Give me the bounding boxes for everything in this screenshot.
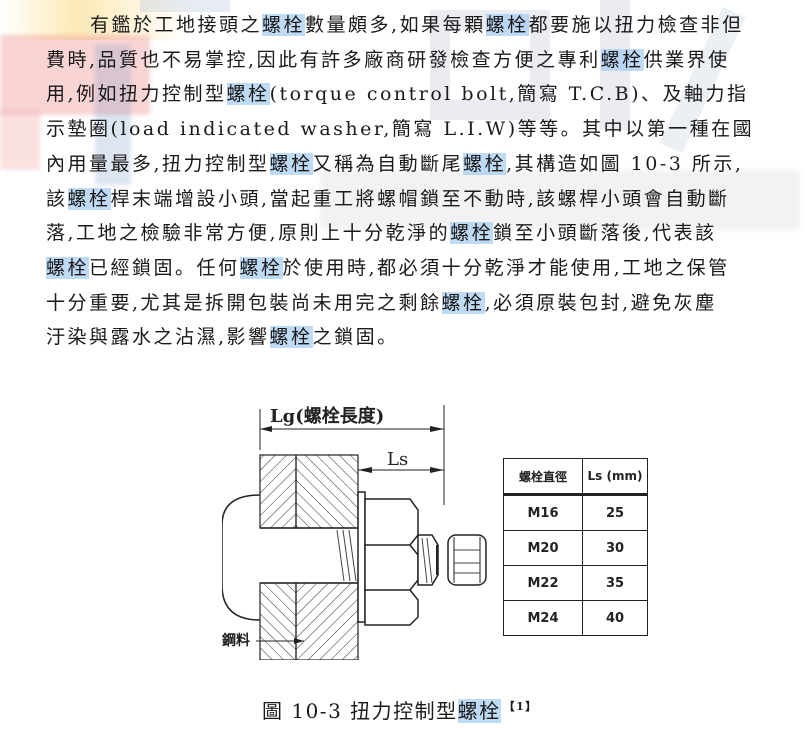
lg-label: Lg(螺栓長度) [270,405,384,427]
search-highlight: 螺栓 [262,14,306,36]
paragraph-line: 落,工地之檢驗非常方便,原則上十分乾淨的螺栓鎖至小頭斷落後,代表該 [46,216,796,251]
cell-diameter: M22 [503,565,583,601]
search-highlight: 螺栓 [46,256,90,279]
table-row: M24 40 [503,600,648,636]
figure-caption: 圖 10-3 扭力控制型螺栓【1】 [262,695,538,724]
search-highlight: 螺栓 [450,222,494,245]
caption-reference: 【1】 [503,700,538,713]
paragraph-line: 費時,品質也不易掌控,因此有許多廠商研發檢查方便之專利螺栓供業界使 [46,43,796,78]
text-run: 鎖至小頭斷落後,代表該 [493,222,717,245]
header-bolt-diameter: 螺栓直徑 [503,458,583,496]
text-run: 內用量最多,扭力控制型 [46,152,270,175]
paragraph-line: 汙染與露水之沾濕,影響螺栓之鎖固。 [46,320,796,355]
search-highlight: 螺栓 [226,83,270,106]
search-highlight: 螺栓 [239,256,283,279]
paragraph-line: 內用量最多,扭力控制型螺栓又稱為自動斷尾螺栓,其構造如圖 10-3 所示, [46,147,796,182]
cell-ls: 25 [582,494,648,531]
text-run: 供業界使 [643,48,730,71]
text-run: 用,例如扭力控制型 [46,83,227,106]
search-highlight: 螺栓 [463,152,507,175]
search-highlight: 螺栓 [441,291,485,314]
cell-diameter: M20 [503,530,583,566]
search-highlight: 螺栓 [269,152,313,175]
paragraph-line: 用,例如扭力控制型螺栓(torque control bolt,簡寫 T.C.B… [46,77,796,112]
text-run: 落,工地之檢驗非常方便,原則上十分乾淨的 [46,222,451,245]
caption-text: 圖 10-3 扭力控制型 [262,699,458,723]
table-row: M22 35 [503,565,648,601]
header-ls-mm: Ls (mm) [582,458,648,496]
text-run: 該 [46,187,68,210]
cell-ls: 35 [582,565,648,601]
material-label: 鋼料 [222,632,250,649]
paragraph-line: 該螺栓桿末端增設小頭,當起重工將螺帽鎖至不動時,該螺桿小頭會自動斷 [46,182,796,217]
text-run: 費時,品質也不易掌控,因此有許多廠商研發檢查方便之專利 [46,48,601,71]
bolt-size-table: 螺栓直徑 Ls (mm) M16 25 M20 30 M22 35 M24 40 [503,458,648,636]
paragraph-line: 十分重要,尤其是拆開包裝尚未用完之剩餘螺栓,必須原裝包封,避免灰塵 [46,286,796,321]
caption-highlight: 螺栓 [457,699,501,723]
text-run: 數量頗多,如果每顆 [305,14,486,36]
text-run: 桿末端增設小頭,當起重工將螺帽鎖至不動時,該螺桿小頭會自動斷 [110,187,730,210]
text-run: 十分重要,尤其是拆開包裝尚未用完之剩餘 [46,291,442,314]
search-highlight: 螺栓 [600,48,644,71]
text-run: 已經鎖固。任何 [89,256,240,279]
search-highlight: 螺栓 [485,14,529,36]
text-run: ,必須原裝包封,避免灰塵 [484,291,717,314]
paragraph-line: 螺栓已經鎖固。任何螺栓於使用時,都必須十分乾淨才能使用,工地之保管 [46,251,796,286]
text-run: 又稱為自動斷尾 [312,152,464,175]
cell-diameter: M16 [503,494,583,531]
text-run: 於使用時,都必須十分乾淨才能使用,工地之保管 [282,256,730,279]
table-row: M16 25 [503,494,648,531]
bolt-diagram: Lg(螺栓長度) Ls [221,405,487,661]
watermark-red-lower [0,110,40,170]
table-row: M20 30 [503,530,648,566]
text-run: 都要施以扭力檢查非但 [528,14,744,36]
figure-torque-control-bolt: Lg(螺栓長度) Ls [221,395,662,661]
search-highlight: 螺栓 [269,326,313,349]
paragraph-line: 示墊圈(load indicated washer,簡寫 L.I.W)等等。其中… [46,112,796,147]
text-run: 汙染與露水之沾濕,影響 [46,326,270,349]
text-run: 之鎖固。 [312,326,399,349]
search-highlight: 螺栓 [67,187,111,210]
text-run: (torque control bolt,簡寫 T.C.B)、及軸力指 [269,83,749,106]
text-run: ,其構造如圖 10-3 所示, [506,152,744,175]
text-run: 有鑑於工地接頭之 [90,14,263,36]
body-paragraph: 有鑑於工地接頭之螺栓數量頗多,如果每顆螺栓都要施以扭力檢查非但費時,品質也不易掌… [46,8,796,355]
cell-ls: 30 [582,530,648,566]
paragraph-line: 有鑑於工地接頭之螺栓數量頗多,如果每顆螺栓都要施以扭力檢查非但 [46,8,796,43]
ls-label: Ls [387,449,408,470]
cell-diameter: M24 [503,600,583,636]
text-run: 示墊圈(load indicated washer,簡寫 L.I.W)等等。其中… [46,118,755,141]
cell-ls: 40 [582,600,648,636]
